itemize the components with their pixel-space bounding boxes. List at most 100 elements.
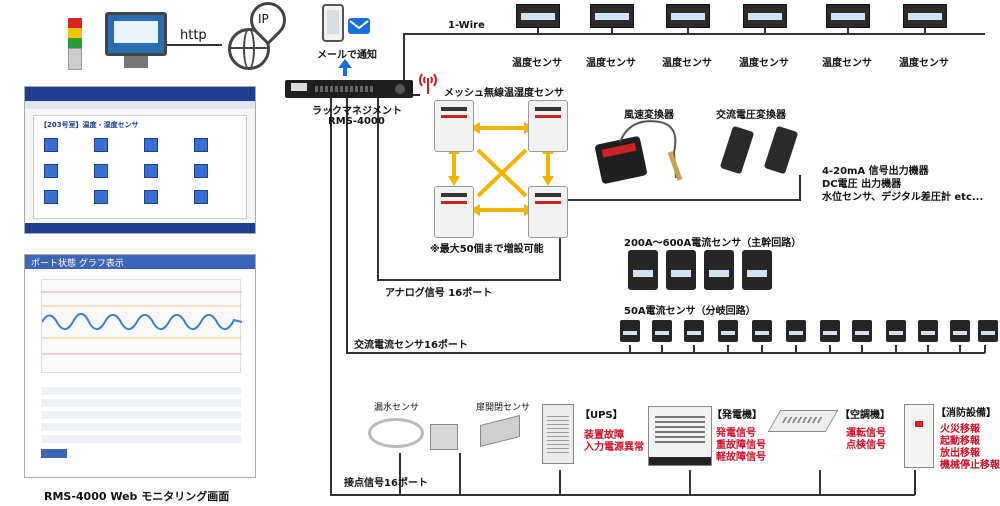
branch-ct-9 bbox=[886, 320, 906, 342]
generator-title: 【発電機】 bbox=[712, 410, 762, 421]
branch-ct-10 bbox=[918, 320, 938, 342]
trunk-ct-2 bbox=[666, 250, 696, 290]
ups-title: 【UPS】 bbox=[580, 410, 623, 421]
branch-ct-5 bbox=[752, 320, 772, 342]
trunk-ct-label: 200A～600A電流センサ（主幹回路） bbox=[624, 238, 802, 249]
ups-icon bbox=[542, 404, 574, 464]
branch-ct-3 bbox=[684, 320, 704, 342]
temp-sensor-label: 温度センサ bbox=[822, 58, 872, 69]
branch-ct-6 bbox=[786, 320, 806, 342]
sensor-tile-icon bbox=[94, 190, 108, 204]
ups-signal-1: 装置故障 bbox=[584, 430, 624, 441]
water-leak-sensor-icon bbox=[368, 418, 424, 448]
temp-sensor-5 bbox=[826, 4, 870, 28]
web-screen-sensor-list: 【203号室】温度・湿度センサ bbox=[24, 86, 256, 234]
smartphone-icon bbox=[322, 4, 344, 42]
http-label: http bbox=[180, 28, 207, 43]
contact-port-label: 接点信号16ポート bbox=[344, 478, 428, 489]
mail-notify-label: メールで通知 bbox=[317, 50, 377, 61]
branch-ct-4 bbox=[718, 320, 738, 342]
generator-signal-1: 発電信号 bbox=[716, 428, 756, 439]
analog-port-label: アナログ信号 16ポート bbox=[385, 288, 493, 299]
screen1-title: 【203号室】温度・湿度センサ bbox=[40, 121, 139, 129]
water-leak-unit-icon bbox=[430, 424, 458, 450]
web-screen-graph: ポート状態 グラフ表示 bbox=[24, 254, 256, 478]
branch-ct-7 bbox=[820, 320, 840, 342]
trunk-ct-4 bbox=[742, 250, 772, 290]
fire-signal-2: 起動移報 bbox=[940, 436, 980, 447]
water-leak-label: 漏水センサ bbox=[374, 403, 420, 413]
analog-desc-1: 4-20mA 信号出力機器 bbox=[822, 166, 929, 177]
pc-monitor-icon bbox=[105, 12, 167, 56]
rms-4000-unit bbox=[285, 80, 413, 98]
temp-sensor-3 bbox=[666, 4, 710, 28]
generator-icon bbox=[648, 406, 712, 466]
mesh-sensor-3 bbox=[434, 186, 474, 238]
analog-desc-3: 水位センサ、デジタル差圧計 etc... bbox=[822, 192, 984, 203]
analog-desc-2: DC電圧 出力機器 bbox=[822, 179, 902, 190]
rack-label-1: ラックマネジメント bbox=[312, 106, 402, 117]
mail-icon bbox=[348, 18, 370, 34]
mesh-note: ※最大50個まで増設可能 bbox=[430, 244, 544, 255]
temp-sensor-4 bbox=[743, 4, 787, 28]
door-sensor-label: 扉開閉センサ bbox=[476, 403, 531, 413]
graph-plot bbox=[41, 291, 243, 355]
temp-sensor-2 bbox=[590, 4, 634, 28]
temp-sensor-label: 温度センサ bbox=[512, 58, 562, 69]
onewire-label: 1-Wire bbox=[448, 20, 485, 31]
temp-sensor-6 bbox=[903, 4, 947, 28]
mesh-sensor-1 bbox=[434, 100, 474, 152]
trunk-ct-3 bbox=[704, 250, 734, 290]
branch-ct-1 bbox=[620, 320, 640, 342]
temp-sensor-label: 温度センサ bbox=[899, 58, 949, 69]
mesh-title: メッシュ無線温湿度センサ bbox=[444, 88, 564, 99]
sensor-tile-icon bbox=[44, 190, 58, 204]
generator-signal-3: 軽故障信号 bbox=[716, 452, 766, 463]
sensor-tile-icon bbox=[144, 138, 158, 152]
web-caption: RMS-4000 Web モニタリング画面 bbox=[44, 490, 230, 503]
sensor-tile-icon bbox=[144, 164, 158, 178]
temp-sensor-label: 温度センサ bbox=[739, 58, 789, 69]
fire-panel-icon bbox=[904, 404, 934, 468]
temp-sensor-1 bbox=[516, 4, 560, 28]
branch-ct-label: 50A電流センサ（分岐回路） bbox=[624, 306, 756, 317]
sensor-tile-icon bbox=[94, 164, 108, 178]
sensor-tile-icon bbox=[194, 190, 208, 204]
ac-signal-2: 点検信号 bbox=[846, 440, 886, 451]
sensor-tile-icon bbox=[194, 138, 208, 152]
sensor-tile-icon bbox=[194, 164, 208, 178]
screen2-title: ポート状態 グラフ表示 bbox=[31, 259, 124, 269]
fire-signal-4: 機械停止移報 bbox=[940, 460, 1000, 471]
branch-ct-12 bbox=[978, 320, 998, 342]
branch-ct-11 bbox=[950, 320, 970, 342]
sensor-tile-icon bbox=[44, 164, 58, 178]
fire-signal-1: 火災移報 bbox=[940, 424, 980, 435]
ac-signal-1: 運転信号 bbox=[846, 428, 886, 439]
ct-port-label: 交流電流センサ16ポート bbox=[354, 340, 468, 351]
fire-title: 【消防設備】 bbox=[936, 408, 996, 419]
ups-signal-2: 入力電源異常 bbox=[584, 442, 644, 453]
sensor-tile-icon bbox=[144, 190, 158, 204]
mesh-sensor-4 bbox=[528, 186, 568, 238]
ip-label: IP bbox=[258, 12, 269, 26]
branch-ct-8 bbox=[852, 320, 872, 342]
signal-tower-icon bbox=[68, 18, 82, 70]
temp-sensor-label: 温度センサ bbox=[662, 58, 712, 69]
pc-stand-icon bbox=[124, 56, 148, 68]
wireless-antenna-icon bbox=[418, 70, 438, 94]
rack-label-2: RMS-4000 bbox=[328, 116, 385, 127]
globe-icon bbox=[228, 28, 270, 70]
trunk-ct-1 bbox=[628, 250, 658, 290]
wind-converter-label: 風速変換器 bbox=[624, 110, 674, 121]
sensor-tile-icon bbox=[94, 138, 108, 152]
ac-voltage-label: 交流電圧変換器 bbox=[716, 110, 786, 121]
wind-probe-icon bbox=[619, 120, 683, 181]
mesh-sensor-2 bbox=[528, 100, 568, 152]
ac-title: 【空調機】 bbox=[840, 410, 890, 421]
branch-ct-2 bbox=[652, 320, 672, 342]
sensor-tile-icon bbox=[44, 138, 58, 152]
fire-signal-3: 放出移報 bbox=[940, 448, 980, 459]
temp-sensor-label: 温度センサ bbox=[586, 58, 636, 69]
generator-signal-2: 重故障信号 bbox=[716, 440, 766, 451]
